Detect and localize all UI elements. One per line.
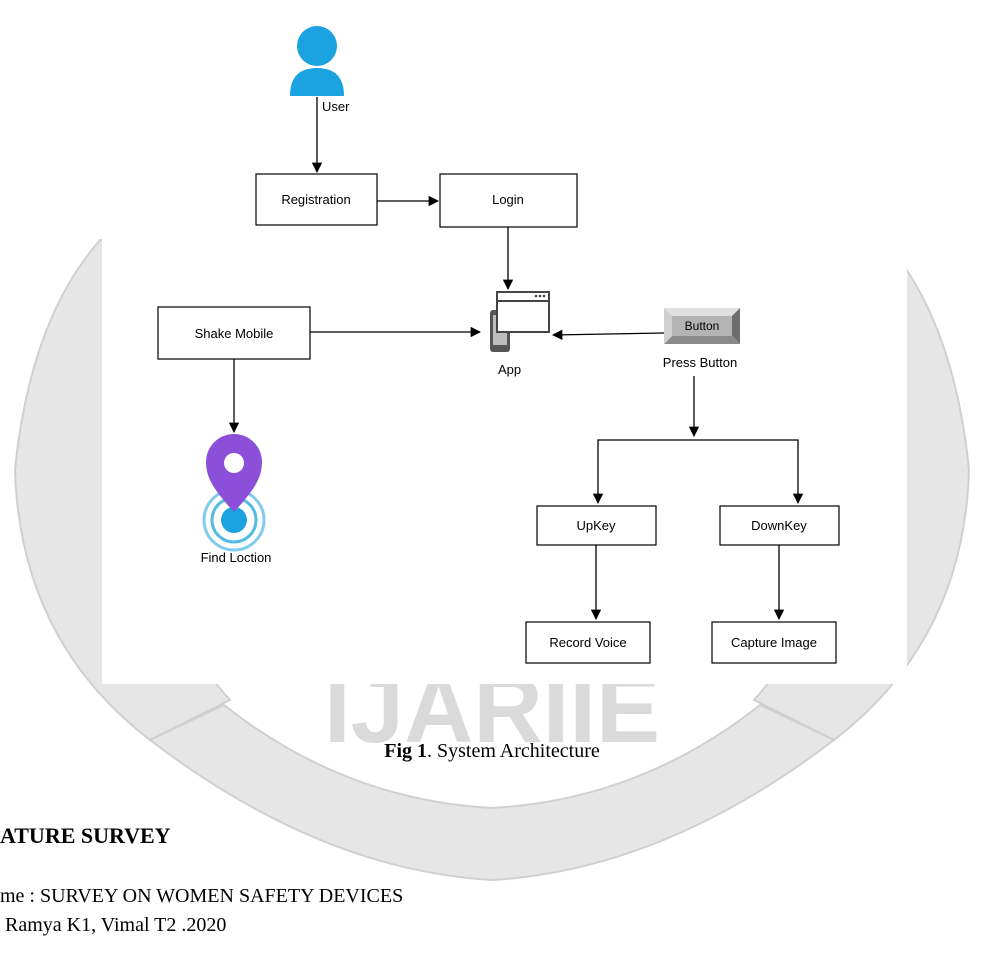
button-icon [664, 308, 740, 344]
downkey-label: DownKey [751, 518, 807, 533]
capture-image-box [711, 621, 837, 664]
upkey-label: UpKey [576, 518, 616, 533]
login-box [439, 173, 578, 228]
downkey-box [719, 505, 840, 546]
edge-button-app [551, 329, 665, 341]
user-label: User [322, 99, 350, 114]
figure-caption-text: . System Architecture [427, 740, 600, 762]
upkey-box [536, 505, 657, 546]
section-heading: ATURE SURVEY [0, 823, 171, 848]
registration-label: Registration [281, 192, 350, 207]
location-pin-icon [202, 434, 266, 552]
edge-junction-downkey [694, 439, 804, 505]
body-text-line-1: me : SURVEY ON WOMEN SAFETY DEVICES [0, 885, 404, 907]
record-voice-box [525, 621, 651, 664]
figure-caption-label: Fig 1 [384, 740, 428, 762]
user-icon [290, 26, 344, 96]
edge-junction-upkey [592, 439, 694, 505]
find-location-label: Find Loction [201, 550, 272, 565]
button-label: Button [685, 319, 720, 333]
watermark-bottom-arc [148, 703, 836, 882]
shake-mobile-label: Shake Mobile [195, 326, 274, 341]
app-label: App [498, 362, 521, 377]
figure-caption: Fig 1. System Architecture [0, 740, 984, 763]
app-icon [490, 291, 550, 352]
record-voice-label: Record Voice [549, 635, 626, 650]
login-label: Login [492, 192, 524, 207]
press-button-label: Press Button [663, 355, 737, 370]
body-text-line-2: Ramya K1, Vimal T2 .2020 [5, 914, 227, 936]
shake-mobile-box [157, 306, 311, 360]
registration-box [255, 173, 378, 226]
capture-image-label: Capture Image [731, 635, 817, 650]
